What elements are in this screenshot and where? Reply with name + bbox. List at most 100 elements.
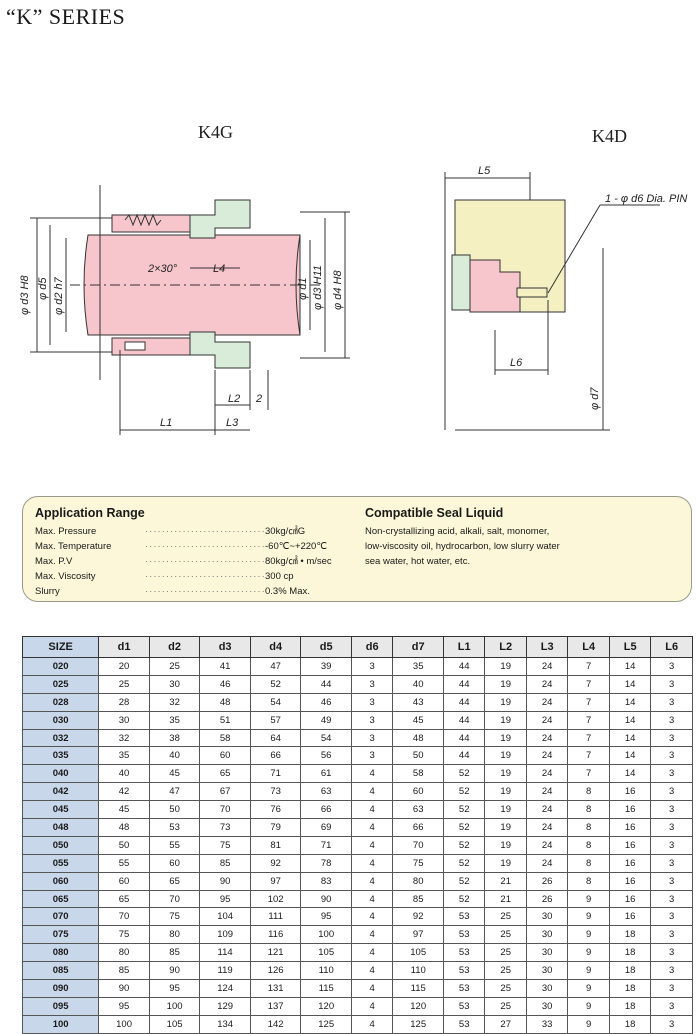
table-cell: 60 — [392, 782, 444, 802]
dim-d7: φ d7 — [589, 387, 601, 410]
k4d-pin — [516, 287, 548, 298]
table-cell: 110 — [300, 961, 352, 981]
table-cell: 16 — [608, 818, 652, 837]
table-cell: 51 — [199, 710, 251, 730]
table-cell: 095 — [21, 996, 100, 1016]
table-cell: 58 — [392, 764, 444, 784]
table-cell: 80 — [392, 871, 444, 891]
table-cell: 3 — [650, 853, 693, 873]
table-cell: 44 — [442, 710, 486, 730]
dim-d1: φ d1 — [297, 278, 309, 300]
table-cell: 25 — [484, 943, 527, 963]
table-cell: 129 — [199, 996, 251, 1016]
table-cell: 25 — [484, 925, 527, 945]
table-cell: 21 — [484, 889, 527, 909]
table-cell: 47 — [148, 782, 201, 802]
table-cell: 58 — [199, 728, 251, 748]
table-cell: 3 — [650, 800, 693, 820]
app-row: Slurry································0.… — [35, 586, 310, 597]
table-cell: 52 — [249, 674, 302, 694]
table-cell: 9 — [567, 925, 610, 945]
table-cell: 71 — [300, 835, 352, 855]
table-cell: 4 — [350, 961, 394, 981]
table-cell: 19 — [484, 818, 527, 837]
k4g-label: K4G — [198, 122, 233, 142]
table-cell: 60 — [98, 871, 150, 891]
table-cell: 92 — [392, 907, 444, 927]
table-cell: 3 — [650, 835, 693, 855]
table-cell: 14 — [608, 746, 652, 766]
table-cell: 4 — [350, 925, 394, 945]
table-cell: 14 — [608, 764, 652, 784]
table-cell: 76 — [249, 800, 302, 820]
table-cell: 19 — [484, 782, 527, 802]
table-cell: 65 — [148, 871, 201, 891]
table-cell: 53 — [442, 979, 486, 998]
table-cell: 85 — [98, 961, 150, 981]
column-header-d2: d2 — [148, 636, 201, 658]
dim-l4: L4 — [213, 263, 225, 275]
column-header-d1: d1 — [98, 636, 150, 658]
table-cell: 30 — [525, 979, 569, 998]
table-cell: 50 — [98, 835, 150, 855]
table-cell: 81 — [249, 835, 302, 855]
table-cell: 119 — [199, 961, 251, 981]
table-cell: 75 — [199, 835, 251, 855]
table-cell: 9 — [567, 1014, 610, 1034]
table-cell: 97 — [249, 871, 302, 891]
table-cell: 24 — [525, 764, 569, 784]
spring — [124, 213, 162, 227]
table-cell: 045 — [21, 800, 100, 820]
table-cell: 24 — [525, 782, 569, 802]
table-cell: 3 — [650, 657, 693, 676]
table-cell: 3 — [650, 710, 693, 730]
table-cell: 53 — [442, 907, 486, 927]
table-cell: 050 — [21, 835, 100, 855]
table-cell: 95 — [148, 979, 201, 998]
table-cell: 24 — [525, 728, 569, 748]
table-cell: 18 — [608, 979, 652, 998]
table-cell: 19 — [484, 728, 527, 748]
table-cell: 39 — [300, 657, 352, 676]
table-cell: 52 — [442, 835, 486, 855]
table-cell: 110 — [392, 961, 444, 981]
table-cell: 30 — [525, 925, 569, 945]
table-cell: 9 — [567, 889, 610, 909]
table-cell: 3 — [650, 782, 693, 802]
table-cell: 3 — [350, 746, 394, 766]
liquid-line: Non-crystallizing acid, alkali, salt, mo… — [365, 526, 550, 537]
table-cell: 45 — [148, 764, 201, 784]
table-cell: 4 — [350, 853, 394, 873]
table-cell: 3 — [650, 925, 693, 945]
table-cell: 30 — [148, 674, 201, 694]
table-cell: 24 — [525, 746, 569, 766]
table-cell: 19 — [484, 710, 527, 730]
table-cell: 3 — [650, 692, 693, 712]
dim-l6: L6 — [510, 357, 523, 369]
column-header-l3: L3 — [525, 636, 569, 658]
table-cell: 44 — [442, 692, 486, 712]
table-cell: 32 — [148, 692, 201, 712]
table-cell: 40 — [392, 674, 444, 694]
table-cell: 7 — [567, 674, 610, 694]
table-cell: 95 — [300, 907, 352, 927]
table-cell: 90 — [199, 871, 251, 891]
table-cell: 100 — [21, 1014, 100, 1034]
table-cell: 4 — [350, 889, 394, 909]
table-cell: 40 — [148, 746, 201, 766]
table-cell: 71 — [249, 764, 302, 784]
table-cell: 028 — [21, 692, 100, 712]
table-cell: 63 — [392, 800, 444, 820]
column-header-l4: L4 — [567, 636, 610, 658]
table-cell: 97 — [392, 925, 444, 945]
table-cell: 19 — [484, 853, 527, 873]
table-cell: 134 — [199, 1014, 251, 1034]
table-cell: 52 — [442, 800, 486, 820]
dim-d4h8: φ d4 H8 — [332, 270, 344, 310]
